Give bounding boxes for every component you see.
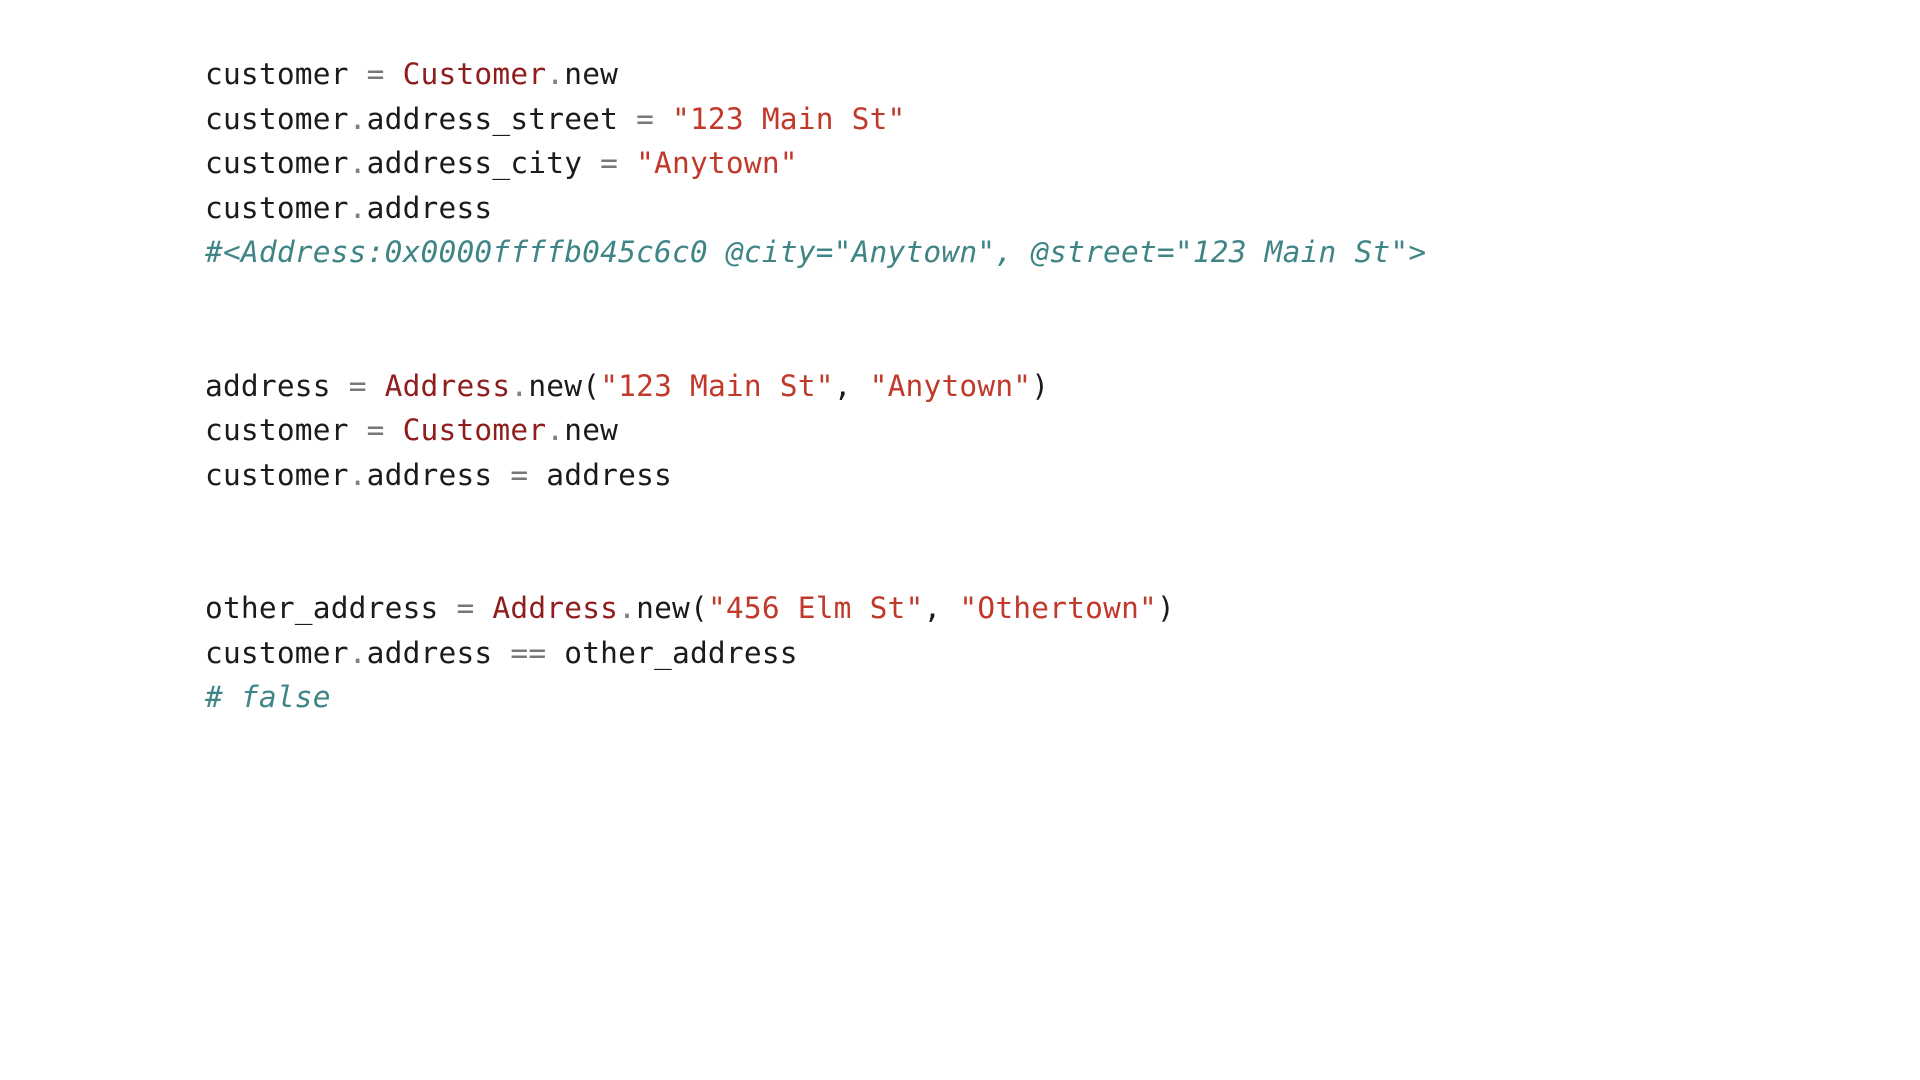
identifier-token [367, 369, 385, 403]
code-line: #<Address:0x0000ffffb045c6c0 @city="Anyt… [205, 230, 1865, 275]
code-line: customer.address_street = "123 Main St" [205, 97, 1865, 142]
identifier-token: , [923, 591, 942, 625]
identifier-token: ) [1031, 368, 1050, 403]
dot-token: . [546, 413, 565, 447]
identifier-token: new [564, 57, 619, 91]
operator-token: = [510, 457, 529, 492]
identifier-token: new [564, 413, 619, 447]
identifier-token [582, 146, 600, 180]
operator-token: = [348, 368, 367, 403]
identifier-token: customer [205, 146, 349, 180]
identifier-token [492, 636, 510, 670]
class-name-token: Customer [402, 57, 547, 91]
identifier-token [439, 591, 457, 625]
code-line: customer.address = address [205, 453, 1865, 498]
class-name-token: Address [492, 591, 619, 625]
operator-token: = [366, 57, 385, 91]
block-separator [205, 497, 1865, 586]
dot-token: . [348, 146, 367, 180]
string-literal-token: "456 Elm St" [707, 591, 924, 625]
identifier-token [492, 458, 510, 492]
code-line: customer.address_city = "Anytown" [205, 141, 1865, 186]
code-block-2: address = Address.new("123 Main St", "An… [205, 364, 1865, 498]
string-literal-token: "Othertown" [959, 591, 1157, 625]
string-literal-token: "123 Main St" [600, 368, 834, 403]
dot-token: . [348, 457, 367, 492]
identifier-token: address [366, 635, 493, 670]
identifier-token: customer [205, 190, 349, 225]
dot-token: . [618, 591, 637, 625]
operator-token: == [510, 635, 547, 670]
identifier-token [618, 102, 636, 136]
code-line: # false [205, 675, 1865, 720]
identifier-token [852, 369, 870, 403]
identifier-token: customer [205, 457, 349, 492]
identifier-token: new( [528, 368, 601, 403]
operator-token: = [636, 101, 655, 136]
identifier-token: customer [205, 101, 349, 136]
class-name-token: Address [384, 368, 511, 403]
operator-token: = [456, 591, 475, 625]
identifier-token: address [546, 457, 673, 492]
comment-token: #<Address:0x0000ffffb045c6c0 @city="Anyt… [205, 235, 1427, 269]
identifier-token: new( [636, 591, 708, 625]
identifier-token [941, 591, 959, 625]
identifier-token: address_street [366, 101, 619, 136]
identifier-token [546, 636, 564, 670]
code-line: other_address = Address.new("456 Elm St"… [205, 586, 1865, 631]
identifier-token: address [366, 190, 493, 225]
identifier-token [474, 591, 492, 625]
identifier-token: ) [1157, 591, 1175, 625]
code-line: customer = Customer.new [205, 408, 1865, 453]
dot-token: . [348, 190, 367, 225]
dot-token: . [348, 101, 367, 136]
identifier-token [385, 413, 403, 447]
identifier-token: address_city [366, 146, 583, 180]
identifier-token: customer [205, 413, 349, 447]
identifier-token: customer [205, 57, 349, 91]
code-line: customer = Customer.new [205, 52, 1865, 97]
code-line: customer.address == other_address [205, 631, 1865, 676]
operator-token: = [600, 146, 619, 180]
string-literal-token: "Anytown" [636, 146, 798, 180]
identifier-token: , [833, 368, 852, 403]
string-literal-token: "Anytown" [869, 368, 1032, 403]
code-block-3: other_address = Address.new("456 Elm St"… [205, 586, 1865, 720]
dot-token: . [348, 635, 367, 670]
comment-token: # false [205, 680, 331, 714]
identifier-token: address [366, 457, 493, 492]
identifier-token [331, 369, 349, 403]
operator-token: = [366, 413, 385, 447]
identifier-token: customer [205, 635, 349, 670]
identifier-token [349, 57, 367, 91]
class-name-token: Customer [402, 413, 547, 447]
dot-token: . [510, 368, 529, 403]
identifier-token [528, 458, 546, 492]
identifier-token: other_address [205, 591, 439, 625]
identifier-token [618, 146, 636, 180]
identifier-token [654, 102, 672, 136]
block-separator [205, 275, 1865, 364]
identifier-token [349, 413, 367, 447]
dot-token: . [546, 57, 565, 91]
code-line: address = Address.new("123 Main St", "An… [205, 364, 1865, 409]
identifier-token: address [205, 368, 331, 403]
identifier-token: other_address [564, 635, 798, 670]
identifier-token [385, 57, 403, 91]
code-line: customer.address [205, 186, 1865, 231]
string-literal-token: "123 Main St" [672, 101, 906, 136]
